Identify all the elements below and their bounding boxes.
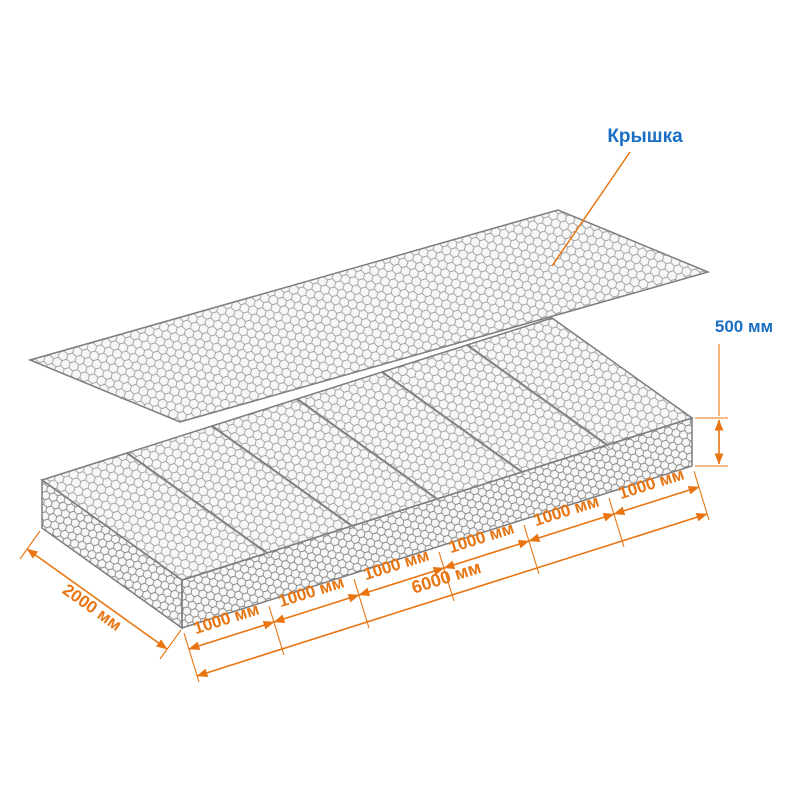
dim-500-group: 500 мм: [695, 317, 773, 467]
lid-mesh-panel: [27, 209, 711, 423]
extension-line: [693, 470, 710, 521]
extension-line: [159, 629, 182, 660]
lid-group: [27, 209, 711, 423]
divider-line: [381, 371, 523, 473]
divider-line: [466, 344, 608, 446]
divider-line: [296, 398, 438, 500]
dim-2000-arrow: [26, 548, 168, 650]
dim-6000-arrow: [196, 512, 708, 678]
lid-leader-line: [551, 151, 631, 267]
divider-line: [211, 425, 353, 527]
divider-line-shadow: [299, 401, 441, 503]
lid-callout-group: Крышка: [551, 126, 683, 267]
divider-line-shadow: [469, 347, 611, 449]
dim-500-label: 500 мм: [715, 317, 773, 336]
divider-line-shadow: [384, 374, 526, 476]
divider-lines: [126, 344, 611, 557]
extension-line: [19, 530, 41, 560]
divider-line-shadow: [214, 428, 356, 530]
dim-1000-segment-arrow: [613, 485, 700, 516]
lid-label: Крышка: [607, 126, 683, 147]
